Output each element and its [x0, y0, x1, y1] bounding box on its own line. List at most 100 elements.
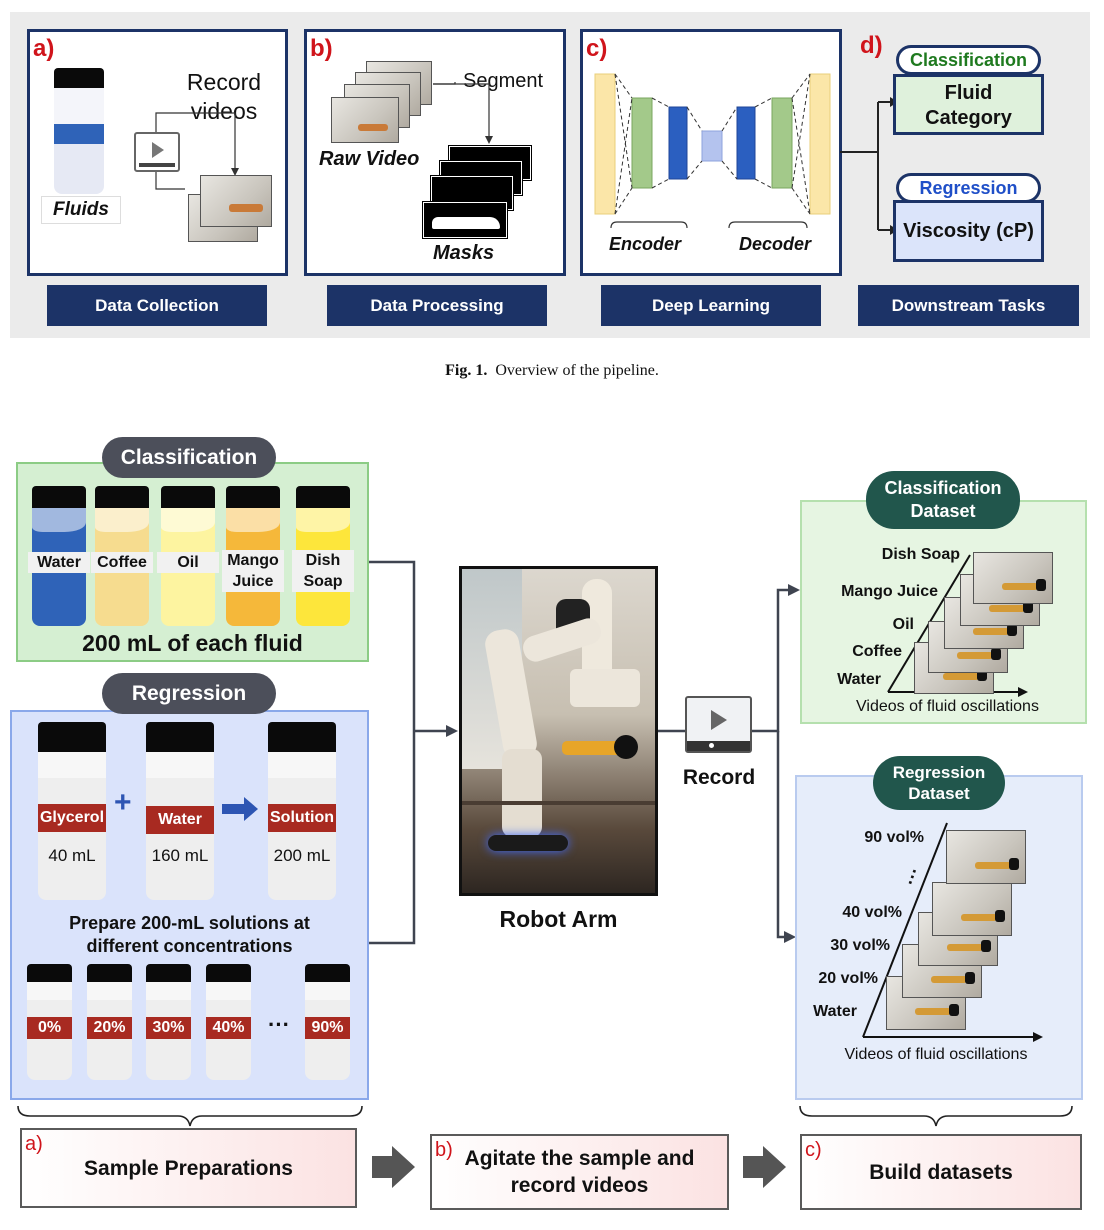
viscosity-box: Viscosity (cP)	[893, 200, 1044, 262]
classification-title: Classification	[102, 437, 276, 478]
concentration-label: 40%	[206, 1017, 251, 1039]
classification-axis-label: Videos of fluid oscillations	[856, 698, 1039, 715]
record-label: Record	[682, 766, 756, 789]
fluid-category-text: Fluid Category	[896, 81, 1041, 131]
record-arrows	[155, 112, 239, 190]
concentration-label: 90%	[305, 1017, 350, 1039]
water-volume: 160 mL	[151, 846, 209, 865]
regression-pill: Regression	[896, 173, 1041, 203]
fluid-label-line1: Mango	[227, 552, 279, 569]
fluid-label: Coffee	[91, 552, 153, 573]
regression-title: Regression	[102, 673, 276, 714]
dataset-item-label: Water	[837, 671, 881, 688]
viscosity-label: Viscosity (cP)	[903, 220, 1034, 242]
step-sample-preparations: a) Sample Preparations	[20, 1128, 357, 1208]
masks-label: Masks	[433, 242, 495, 264]
raw-video-label: Raw Video	[319, 148, 420, 170]
fluid-label-line2: Soap	[303, 573, 343, 590]
dataset-item-label: Dish Soap	[881, 546, 960, 563]
dataset-item-label: Oil	[892, 616, 914, 633]
step-arrow-2-icon	[743, 1146, 786, 1188]
classification-dataset-title-line2: Dataset	[910, 501, 976, 521]
robot-arm-label: Robot Arm	[499, 906, 618, 932]
video-player-icon	[134, 132, 180, 172]
classification-dataset-title-line1: Classification	[884, 478, 1002, 498]
amount-text: 200 mL of each fluid	[82, 630, 303, 656]
video-frame-front	[200, 175, 272, 227]
fluid-label-line1: Dish	[305, 552, 341, 569]
step-b-letter: b)	[435, 1139, 453, 1161]
dataset-item-label: 20 vol%	[818, 970, 878, 987]
concentration-label: 0%	[27, 1017, 72, 1039]
glycerol-volume: 40 mL	[48, 846, 96, 865]
data-collection-button[interactable]: Data Collection	[47, 285, 267, 326]
step-b-text-line1: Agitate the sample and	[464, 1147, 695, 1170]
dataset-item-label: Coffee	[852, 643, 902, 660]
fluid-label: Water	[28, 552, 90, 573]
step-b-text: Agitate the sample and record videos	[465, 1145, 695, 1199]
fluid-category-box: Fluid Category	[893, 74, 1044, 135]
solution-volume: 200 mL	[273, 846, 331, 865]
step-agitate-record: b) Agitate the sample and record videos	[430, 1134, 729, 1210]
step-c-text: Build datasets	[869, 1160, 1013, 1184]
encoder-decoder-diagram	[594, 73, 831, 229]
caption-prefix: Fig. 1.	[445, 362, 488, 379]
classification-pill: Classification	[896, 45, 1041, 75]
panel-a-letter: a)	[33, 35, 55, 62]
step-b-text-line2: record videos	[510, 1174, 649, 1197]
step-a-text: Sample Preparations	[84, 1156, 293, 1180]
fluids-label: Fluids	[41, 196, 121, 224]
classification-dataset-title: Classification Dataset	[866, 471, 1020, 529]
video-frame-thumbnail	[973, 552, 1053, 604]
fluid-bottle-icon	[54, 68, 104, 194]
segment-arrow	[433, 82, 493, 144]
solution-label: Solution	[268, 804, 336, 832]
step-c-letter: c)	[805, 1139, 822, 1161]
regression-dataset-title-line2: Dataset	[908, 784, 970, 803]
panel-a: a) Record videos Fluids	[27, 29, 288, 276]
deep-learning-button[interactable]: Deep Learning	[601, 285, 821, 326]
decoder-label: Decoder	[739, 234, 812, 254]
caption-text: Overview of the pipeline.	[495, 362, 659, 379]
dataset-item-label: 30 vol%	[830, 937, 890, 954]
robot-arm-photo	[459, 566, 658, 896]
panel-d-letter: d)	[860, 32, 883, 59]
fluid-label: Oil	[157, 552, 219, 573]
panel-b: b) Raw Video Segment Masks	[304, 29, 566, 276]
concentration-label: 20%	[87, 1017, 132, 1039]
mask-frame-1	[422, 201, 508, 239]
regression-dataset-title-line1: Regression	[892, 763, 986, 782]
step-build-datasets: c) Build datasets	[800, 1134, 1082, 1210]
dataset-item-label: Water	[813, 1003, 857, 1020]
record-videos-line2: videos	[190, 98, 258, 124]
record-videos-line1: Record	[186, 69, 262, 95]
dataset-item-label: Mango Juice	[841, 583, 938, 600]
data-processing-button[interactable]: Data Processing	[327, 285, 547, 326]
dataset-item-label: 90 vol%	[864, 829, 924, 846]
record-video-icon	[685, 696, 752, 753]
water-label: Water	[146, 806, 214, 834]
regression-axis-label: Videos of fluid oscillations	[844, 1046, 1028, 1063]
concentration-ellipsis: ···	[268, 1012, 290, 1037]
glycerol-label: Glycerol	[38, 804, 106, 832]
downstream-tasks-button[interactable]: Downstream Tasks	[858, 285, 1079, 326]
concentration-label: 30%	[146, 1017, 191, 1039]
figure1-caption: Fig. 1. Overview of the pipeline.	[0, 362, 1104, 380]
prepare-text: Prepare 200-mL solutions at different co…	[10, 912, 369, 958]
panel-b-letter: b)	[310, 35, 333, 62]
raw-frame-1	[331, 97, 399, 143]
prepare-text-line2: different concentrations	[86, 936, 293, 956]
step-a-letter: a)	[25, 1133, 43, 1155]
regression-dataset-axes	[862, 822, 1043, 1042]
prepare-text-line1: Prepare 200-mL solutions at	[69, 913, 310, 933]
video-frame-thumbnail	[946, 830, 1026, 884]
step-arrow-1-icon	[372, 1146, 415, 1188]
segment-label: Segment	[463, 70, 544, 92]
regression-dataset-title: Regression Dataset	[873, 756, 1005, 810]
fluid-category-line1: Fluid	[944, 82, 993, 104]
video-frame-thumbnail	[932, 882, 1012, 936]
dataset-item-label: 40 vol%	[842, 904, 902, 921]
